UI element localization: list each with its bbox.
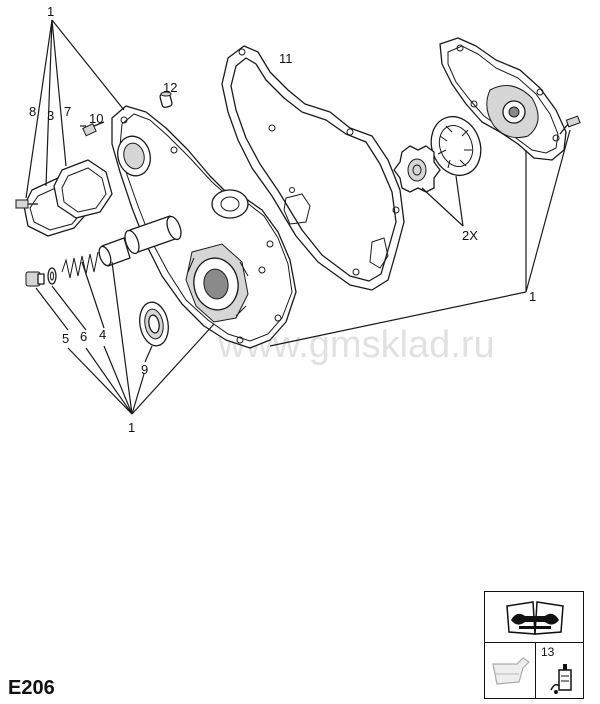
part-dowel-12 bbox=[159, 91, 173, 109]
part-piston-4 bbox=[98, 237, 131, 267]
part-bolt-10 bbox=[82, 121, 105, 137]
callout-6: 6 bbox=[80, 329, 87, 344]
callout-3: 3 bbox=[47, 108, 54, 123]
part-gasket-11 bbox=[221, 45, 405, 291]
part-pump-rotor-inner bbox=[393, 145, 441, 193]
callout-9: 9 bbox=[141, 362, 148, 377]
callout-8: 8 bbox=[29, 104, 36, 119]
part-timing-cover-1 bbox=[111, 105, 297, 349]
oil-pan-icon bbox=[492, 657, 530, 685]
callout-2x: 2X bbox=[462, 228, 478, 243]
part-gasket-7 bbox=[53, 159, 113, 219]
part-washer-6 bbox=[47, 267, 57, 285]
callout-4: 4 bbox=[99, 327, 106, 342]
callout-11: 11 bbox=[279, 51, 293, 66]
legend-divider bbox=[485, 642, 583, 643]
legend-item-number: 13 bbox=[541, 645, 555, 659]
part-plug-5 bbox=[25, 271, 45, 287]
callout-1-top: 1 bbox=[47, 4, 54, 19]
part-bolt-8 bbox=[15, 199, 38, 209]
callout-1-bottom: 1 bbox=[128, 420, 135, 435]
manual-wrench-icon bbox=[506, 601, 564, 635]
callout-10: 10 bbox=[89, 111, 103, 126]
callout-5: 5 bbox=[62, 331, 69, 346]
legend-box: 13 bbox=[484, 591, 584, 699]
legend-divider bbox=[535, 642, 536, 699]
part-bolt-right bbox=[559, 115, 581, 135]
sealant-tube-icon bbox=[550, 664, 572, 694]
page-code: E206 bbox=[8, 677, 55, 699]
callout-12: 12 bbox=[163, 80, 177, 95]
part-valve-housing bbox=[124, 215, 182, 255]
callout-7: 7 bbox=[64, 104, 71, 119]
part-spring bbox=[61, 251, 99, 279]
part-seal-9 bbox=[139, 301, 169, 347]
part-oil-pump-cover bbox=[439, 37, 567, 161]
leader-lines bbox=[25, 19, 571, 415]
callout-1-right: 1 bbox=[529, 289, 536, 304]
